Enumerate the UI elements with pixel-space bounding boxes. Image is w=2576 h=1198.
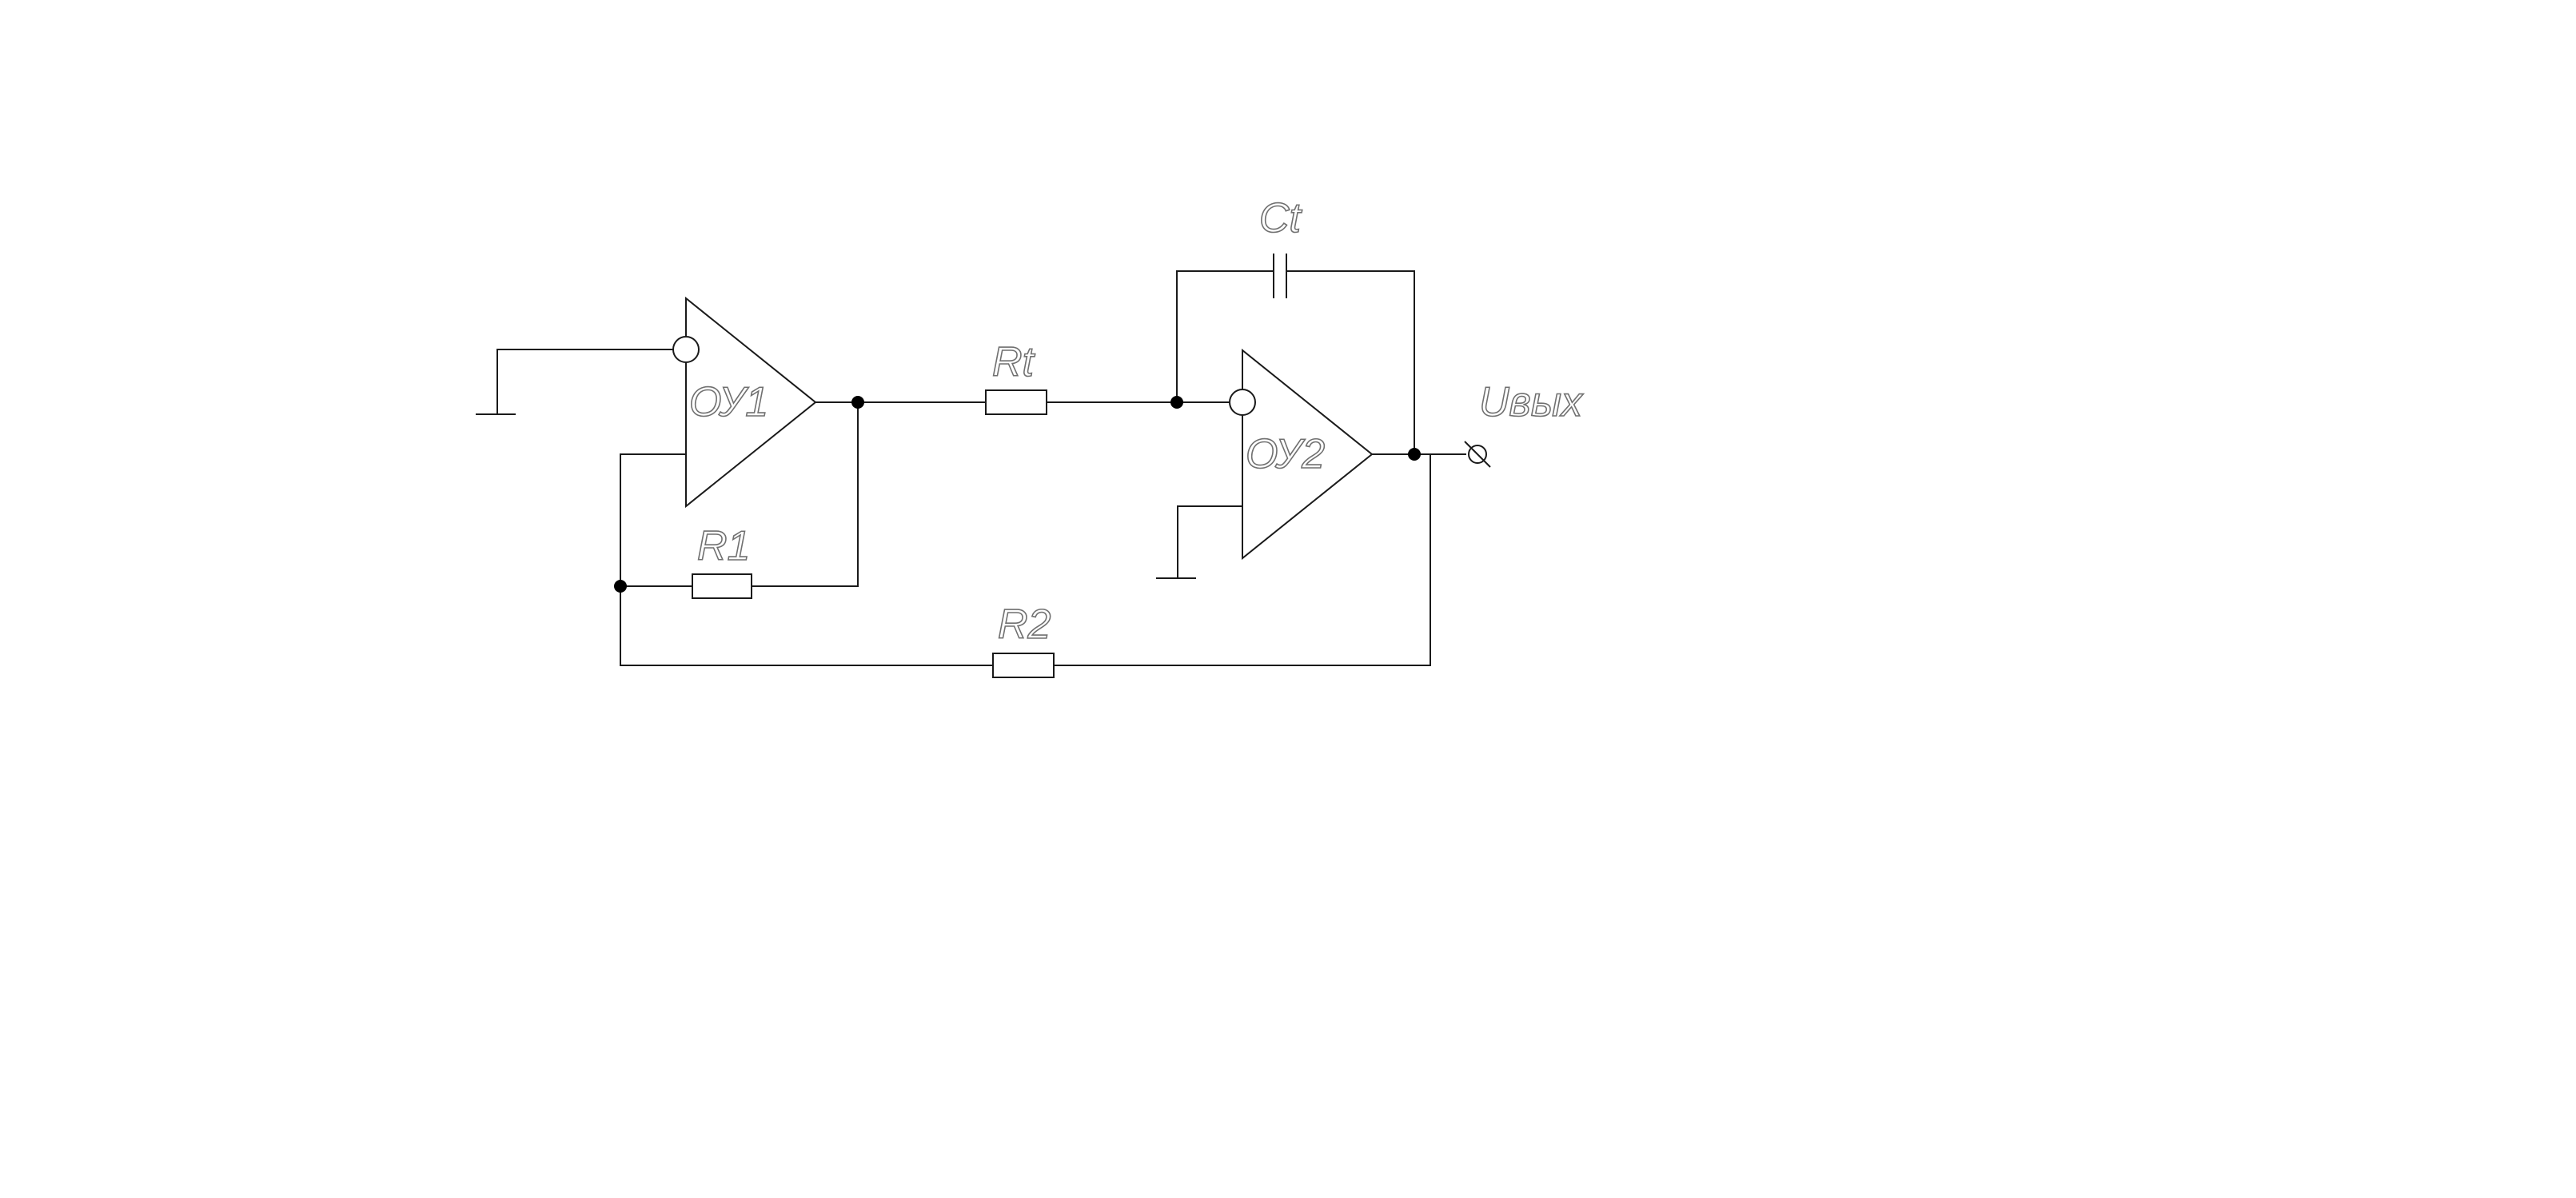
resistor-r2 [992,653,1055,678]
opamp-1 [672,296,817,509]
junction-node [851,396,864,409]
capacitor-ct [1176,254,1415,454]
r2-label: R2 [998,601,1051,648]
ground-symbol-opamp1 [476,349,680,415]
r1-label: R1 [697,523,750,569]
opamp1-label: ОУ1 [689,379,768,425]
junction-node [614,580,627,593]
resistor-r1 [692,573,752,599]
rt-label: Rt [992,339,1036,385]
junction-node [1408,448,1421,461]
opamp2-label: ОУ2 [1246,431,1325,477]
resistor-rt [985,389,1047,415]
wire-r1-loop [620,402,1431,666]
junction-node [1170,396,1183,409]
ground-symbol-opamp2 [1156,505,1242,579]
output-label: Uвых [1479,379,1584,425]
ct-label: Ct [1259,195,1303,242]
opamp-2 [1177,348,1374,561]
